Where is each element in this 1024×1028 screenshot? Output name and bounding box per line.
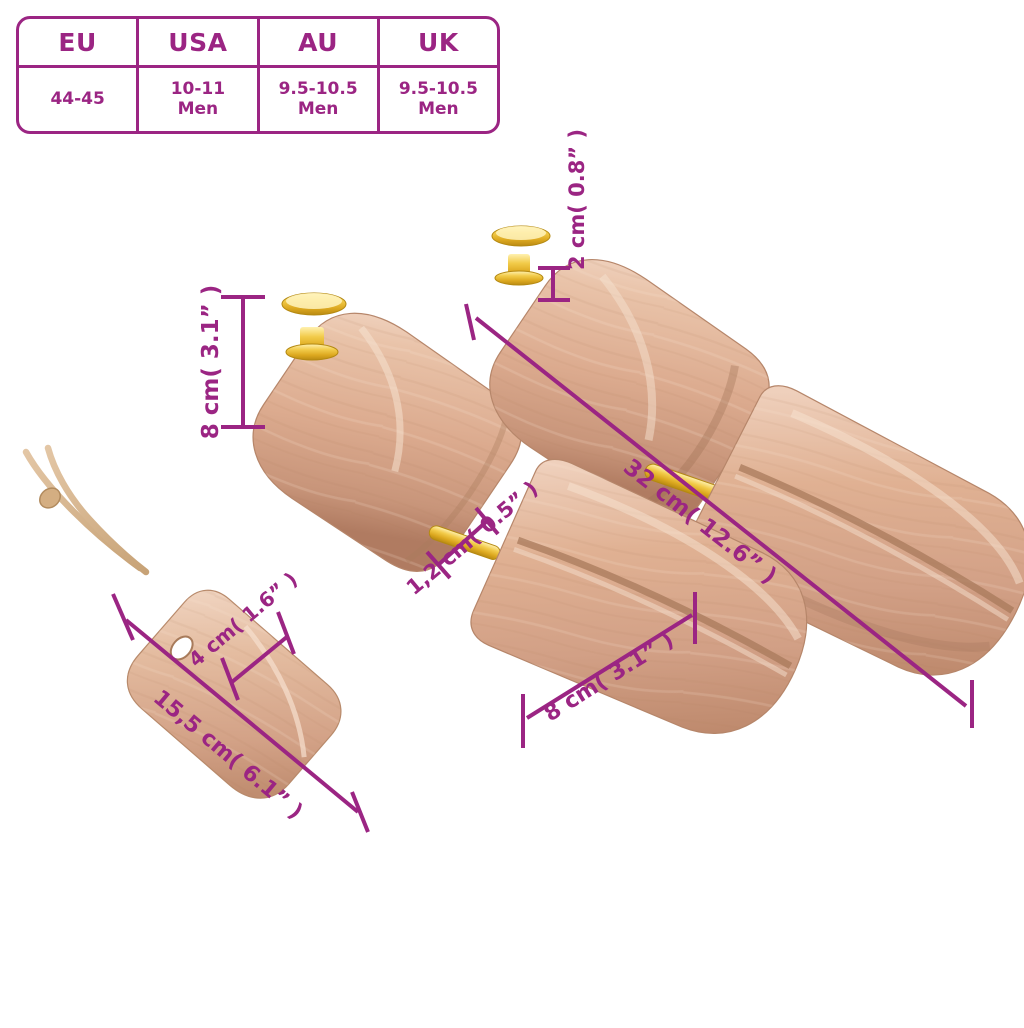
dim-1-2cm-cap-end (474, 506, 500, 536)
horn-hole (170, 636, 193, 660)
dimension-rod-1-2cm (425, 506, 500, 580)
size-chart-value-au: 9.5-10.5 (278, 78, 358, 99)
cord-knot (39, 487, 61, 509)
heel-block-left-edge-shadow (404, 416, 509, 564)
size-chart-value-uk: 9.5-10.5 (398, 78, 478, 99)
dimension-length-32cm (464, 303, 974, 728)
cord-strand-b (44, 444, 150, 576)
label-height-8cm: 8 cm( 3.1” ) (198, 285, 224, 440)
knob-left-cap-shine (286, 293, 342, 309)
size-chart-column-eu: EU 44-45 (19, 19, 140, 131)
right-heel-highlight (599, 273, 657, 441)
dimension-overlay (111, 266, 974, 833)
dim-horn-len-cap-start (111, 593, 135, 641)
right-toe-top-highlight (790, 409, 1024, 585)
label-knob-2cm: 2 cm( 0.8” ) (565, 129, 589, 270)
size-chart-cell-uk: 9.5-10.5 Men (380, 68, 497, 131)
size-chart-cell-usa: 10-11 Men (139, 68, 256, 131)
dim-32cm-line (474, 316, 968, 708)
dimension-height-8cm (221, 295, 265, 429)
size-chart-header-uk: UK (379, 19, 497, 68)
size-chart-cell-au: 9.5-10.5 Men (260, 68, 377, 131)
dimension-horn-length (111, 593, 370, 833)
dimension-toe-width-8cm (521, 592, 697, 748)
right-toe-split-highlight (734, 473, 1010, 622)
dim-horn-len-line (124, 618, 360, 814)
size-chart-table: EU 44-45 USA 10-11 Men AU 9.5-10.5 Men U… (16, 16, 500, 134)
dim-1-2cm-line (435, 519, 489, 568)
heel-block-left-grain (253, 313, 522, 572)
right-heel-shadow (638, 365, 739, 511)
size-chart-sub-au: Men (297, 98, 339, 119)
knob-left-base (285, 343, 339, 361)
lower-toe-grain (470, 459, 807, 734)
shoe-tree-heel-block-left (252, 292, 522, 573)
right-toe-split-groove (738, 464, 1015, 614)
lower-toe-top-highlight (567, 482, 802, 641)
dim-toe8-line (525, 613, 694, 720)
size-chart-column-usa: USA 10-11 Men (139, 19, 260, 131)
size-chart-cell-eu: 44-45 (19, 68, 136, 131)
shoe-tree-lower-toe-block (470, 458, 808, 735)
lower-toe-split-groove (516, 536, 793, 669)
size-chart-column-uk: UK 9.5-10.5 Men (379, 19, 497, 131)
knob-right-cap-shine (496, 226, 546, 240)
size-chart-header-usa: USA (139, 19, 257, 68)
dim-horn-w-cap-start (220, 657, 240, 701)
size-chart-header-eu: EU (19, 19, 137, 68)
dim-horn-w-cap-end (276, 611, 296, 655)
horn-highlight (243, 624, 307, 758)
leather-cord (22, 444, 150, 576)
size-chart-sub-usa: Men (177, 98, 219, 119)
dim-32cm-cap-start (464, 303, 476, 341)
gold-knob-right (491, 225, 551, 286)
size-chart-header-au: AU (259, 19, 377, 68)
heel-block-left-highlight (358, 325, 404, 473)
dim-1-2cm-cap-start (425, 550, 452, 580)
knob-right-base (494, 270, 544, 286)
size-chart-value-usa: 10-11 (170, 78, 226, 99)
dim-horn-w-line (230, 634, 290, 684)
dim-horn-len-cap-end (350, 791, 370, 833)
size-chart-value-eu: 44-45 (50, 88, 105, 109)
lower-toe-split-highlight (513, 546, 788, 678)
gold-knob-left (281, 292, 347, 361)
size-chart-sub-uk: Men (418, 98, 459, 119)
dimension-knob-2cm (538, 266, 570, 302)
dimension-horn-width (220, 611, 296, 701)
size-chart-column-au: AU 9.5-10.5 Men (259, 19, 380, 131)
